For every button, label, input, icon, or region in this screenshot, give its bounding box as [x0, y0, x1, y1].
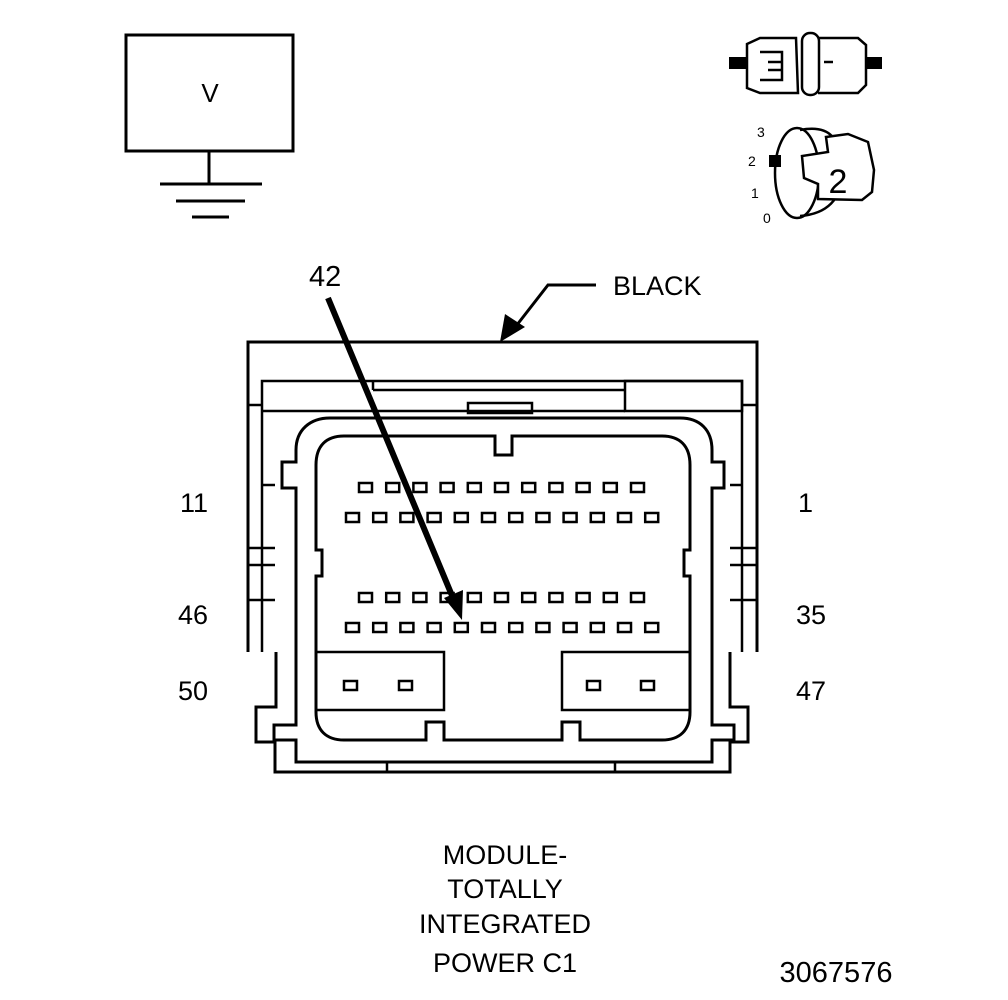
- caption-line-1: MODULE-: [443, 840, 568, 870]
- pin-row1-2: [384, 481, 401, 494]
- connector-housing: [246, 340, 759, 774]
- pin-block-left-2: [397, 679, 414, 692]
- pin-row4-7: [507, 621, 524, 634]
- pin-row1-3: [412, 481, 428, 494]
- pin-row3-5: [466, 591, 483, 604]
- connector-color-callout: BLACK: [500, 271, 702, 342]
- ignition-position-0: 0: [763, 210, 771, 226]
- pin-row4-9: [562, 621, 578, 634]
- pin-row2-2: [371, 511, 388, 524]
- ignition-key-icon: 3 2 1 0 2: [748, 124, 876, 226]
- pin-block-right-2: [639, 679, 656, 692]
- pin-row1-11: [629, 481, 646, 494]
- pin-row4-8: [535, 621, 551, 634]
- pin-row3-1: [357, 591, 374, 604]
- pin-row2-12: [643, 511, 660, 524]
- pin-callout-label: 42: [309, 261, 341, 293]
- pin-callout-arrow: 42: [309, 261, 463, 620]
- pin-row3-10: [602, 591, 619, 604]
- pin-row1-10: [602, 481, 619, 494]
- pin-row4-11: [616, 621, 633, 634]
- pin-row1-7: [520, 481, 537, 494]
- pin-row2-7: [507, 511, 524, 524]
- pin-label-50: 50: [178, 676, 208, 706]
- pin-row4-12: [643, 621, 660, 634]
- pin-row2-3: [399, 511, 415, 524]
- pin-label-46: 46: [178, 600, 208, 630]
- pin-row4-2: [371, 621, 388, 634]
- connector-color-label: BLACK: [613, 271, 702, 301]
- pin-row1-9: [575, 481, 591, 494]
- pin-row4-6: [480, 621, 497, 634]
- pin-label-35: 35: [796, 600, 826, 630]
- pin-row2-6: [480, 511, 497, 524]
- pin-row2-11: [616, 511, 633, 524]
- pin-row4-1: [344, 621, 361, 634]
- pin-row2-8: [535, 511, 551, 524]
- caption-line-3: INTEGRATED: [419, 909, 591, 939]
- pin-row1-4: [439, 481, 455, 494]
- ignition-key-position: 2: [829, 163, 848, 201]
- caption-line-2: TOTALLY: [447, 874, 563, 904]
- connector-caption: MODULE- TOTALLY INTEGRATED POWER C1: [419, 840, 591, 978]
- pin-row3-8: [548, 591, 564, 604]
- pin-row4-10: [589, 621, 606, 634]
- caption-line-4: POWER C1: [433, 948, 577, 978]
- pin-row3-2: [384, 591, 401, 604]
- pin-block-left-1: [342, 679, 359, 692]
- pin-row2-9: [562, 511, 578, 524]
- pin-block-right-1: [585, 679, 602, 692]
- pin-label-1: 1: [798, 488, 813, 518]
- voltmeter-symbol: V: [201, 78, 219, 108]
- pin-row1-1: [357, 481, 374, 494]
- pin-row2-1: [344, 511, 361, 524]
- pin-row2-5: [453, 511, 470, 524]
- connector-connected-icon: [729, 31, 882, 97]
- pin-row1-6: [493, 481, 510, 494]
- pin-row1-5: [466, 481, 483, 494]
- pin-row3-6: [493, 591, 510, 604]
- pin-row4-4: [426, 621, 442, 634]
- pin-row3-9: [575, 591, 591, 604]
- pin-row4-5: [453, 621, 470, 634]
- pin-row3-3: [412, 591, 428, 604]
- ignition-position-3: 3: [757, 124, 765, 140]
- pin-row2-4: [426, 511, 442, 524]
- pin-row3-7: [520, 591, 537, 604]
- voltmeter-icon: V: [124, 33, 295, 219]
- pin-row3-11: [629, 591, 646, 604]
- pin-label-47: 47: [796, 676, 826, 706]
- pin-row1-8: [548, 481, 564, 494]
- pin-label-11: 11: [180, 488, 208, 518]
- ignition-position-2: 2: [748, 153, 756, 169]
- pin-row4-3: [399, 621, 415, 634]
- figure-id: 3067576: [780, 957, 893, 989]
- pin-row2-10: [589, 511, 606, 524]
- pin-cavities: [342, 481, 660, 692]
- ignition-position-1: 1: [751, 185, 759, 201]
